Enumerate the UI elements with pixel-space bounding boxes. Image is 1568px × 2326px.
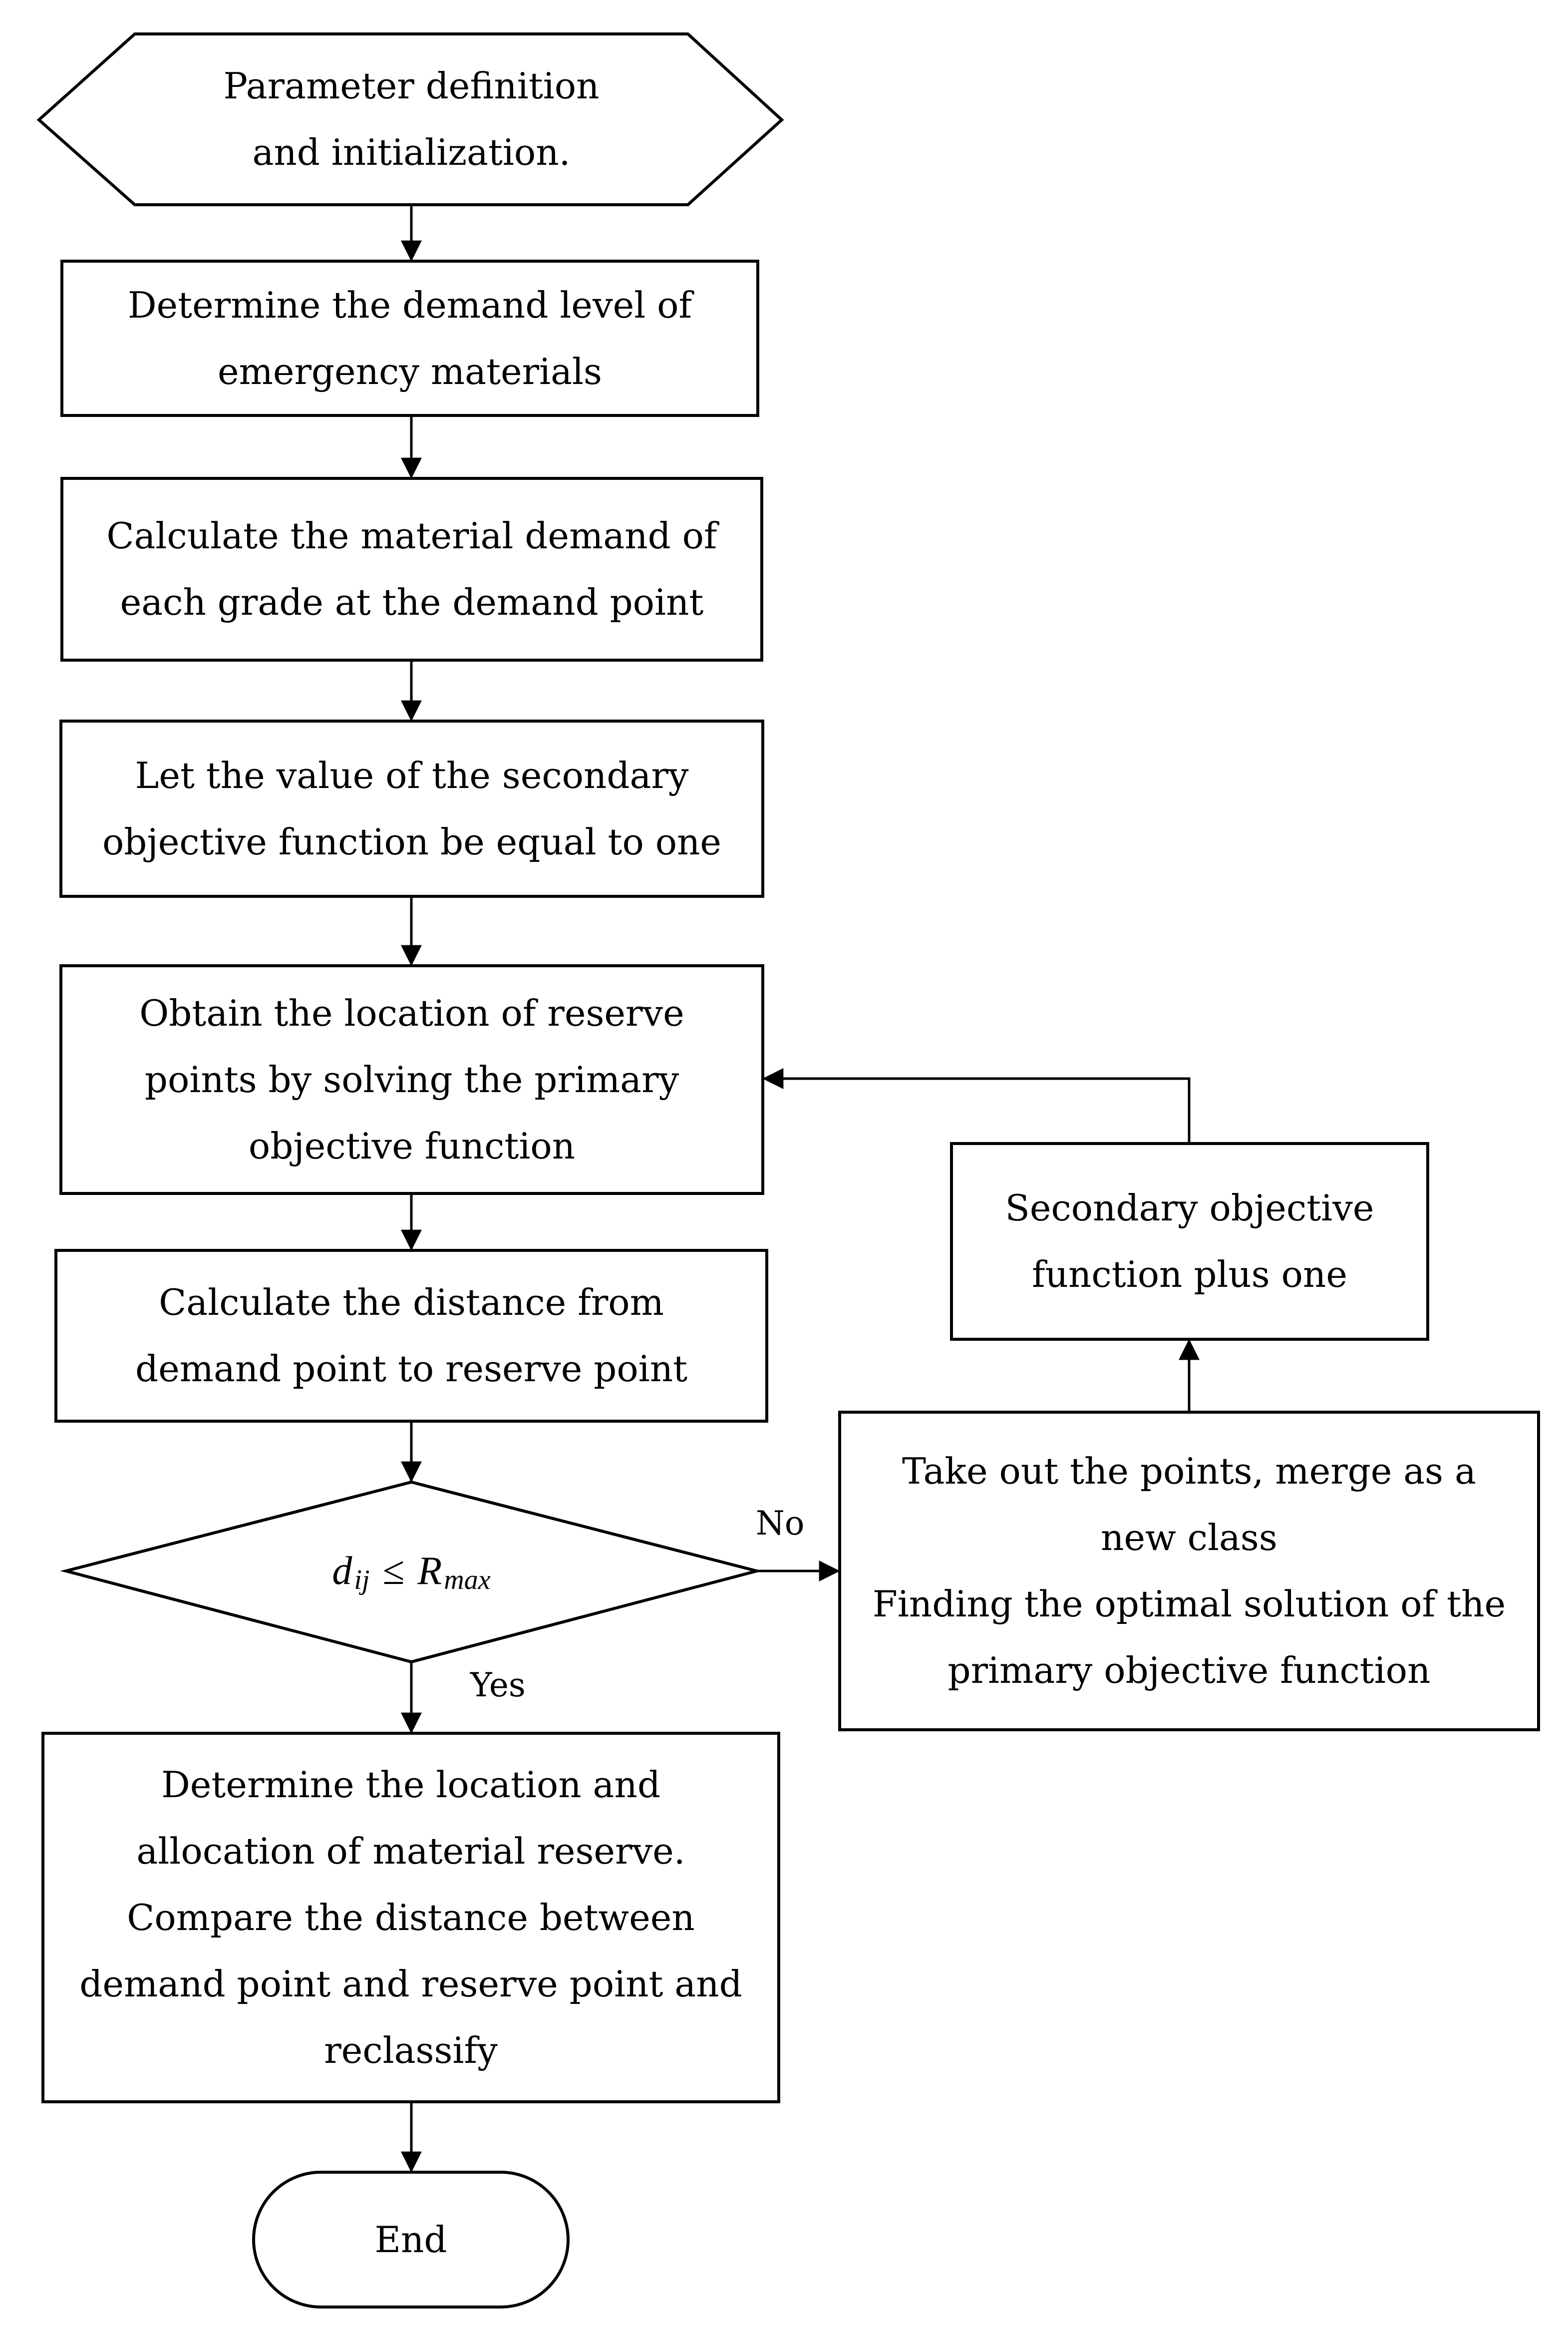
- text-line: new class: [1101, 1517, 1277, 1558]
- text-line: Take out the points, merge as a: [902, 1450, 1476, 1492]
- primary-solve-label: Obtain the location of reserve points by …: [61, 966, 763, 1193]
- text-line: points by solving the primary: [144, 1058, 679, 1101]
- condition-lhs: d: [332, 1549, 352, 1593]
- start-hexagon: [36, 32, 784, 206]
- increment-label: Secondary objective function plus one: [951, 1144, 1428, 1339]
- text-line: Calculate the distance from: [159, 1281, 664, 1323]
- text-line: Determine the location and: [161, 1763, 660, 1806]
- distance-label: Calculate the distance from demand point …: [56, 1250, 767, 1421]
- text-line: Secondary objective: [1005, 1187, 1374, 1229]
- text-line: Obtain the location of reserve: [139, 992, 684, 1034]
- arrow-increment-to-primary-solve: [762, 1068, 1191, 1144]
- condition-operator: ≤: [382, 1549, 405, 1593]
- text-line: function plus one: [1032, 1253, 1347, 1295]
- text-line: objective function: [248, 1125, 576, 1167]
- condition-rhs-subscript: max: [444, 1564, 491, 1595]
- material-demand-label: Calculate the material demand of each gra…: [62, 478, 762, 660]
- text-line: Let the value of the secondary: [135, 754, 689, 796]
- text-line: objective function be equal to one: [102, 820, 722, 863]
- text-line: demand point and reserve point and: [79, 1962, 742, 2005]
- text-line: demand point to reserve point: [135, 1348, 687, 1390]
- text-line: Calculate the material demand of: [106, 515, 717, 557]
- text-line: reclassify: [324, 2029, 498, 2071]
- text-line: End: [374, 2218, 447, 2261]
- demand-level-label: Determine the demand level of emergency m…: [62, 261, 758, 415]
- text-line: primary objective function: [947, 1649, 1431, 1691]
- text-line: Parameter definition: [223, 65, 600, 107]
- condition-rhs: R: [417, 1549, 442, 1593]
- text-line: Determine the demand level of: [127, 284, 692, 326]
- condition-lhs-subscript: ij: [354, 1564, 370, 1595]
- edge-label-yes: Yes: [470, 1666, 526, 1704]
- end-label: End: [254, 2172, 568, 2307]
- secondary-init-label: Let the value of the secondary objective …: [61, 721, 763, 896]
- text-line: each grade at the demand point: [120, 581, 704, 623]
- start-label: Parameter definition and initialization.: [135, 34, 688, 205]
- merge-label: Take out the points, merge as a new class…: [840, 1412, 1539, 1730]
- result-label: Determine the location and allocation of …: [43, 1733, 779, 2102]
- text-line: emergency materials: [218, 350, 602, 392]
- edge-label-no: No: [756, 1504, 805, 1543]
- text-line: and initialization.: [252, 131, 571, 173]
- text-line: allocation of material reserve.: [136, 1830, 685, 1872]
- text-line: Finding the optimal solution of the: [872, 1583, 1506, 1625]
- text-line: Compare the distance between: [127, 1896, 695, 1938]
